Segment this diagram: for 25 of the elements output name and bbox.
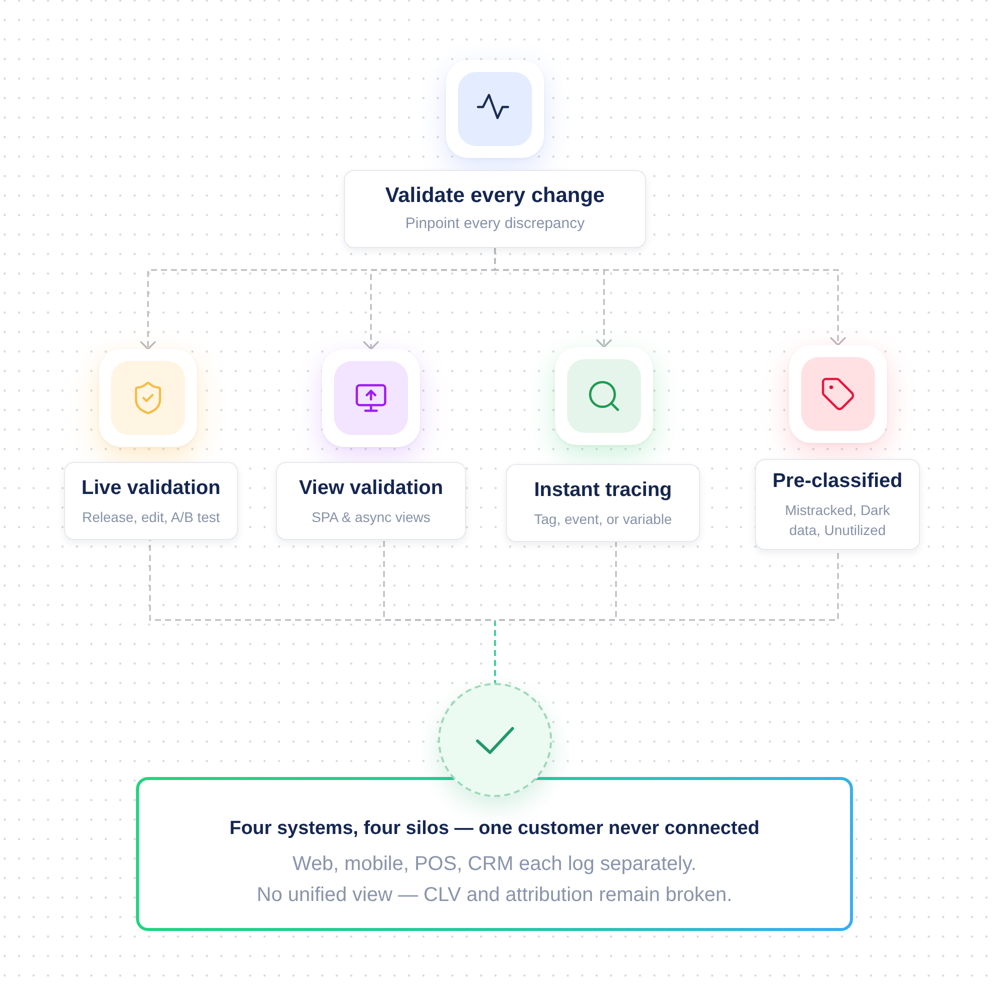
summary-heading: Four systems, four silos — one customer never connected xyxy=(229,817,760,841)
feature-card xyxy=(344,170,646,248)
dashed-connector-line xyxy=(494,550,839,683)
icon-tile xyxy=(446,60,544,158)
feature-card xyxy=(755,459,920,550)
card-subtitle: Pinpoint every discrepancy xyxy=(405,214,585,234)
card-title: Validate every change xyxy=(385,184,605,208)
icon-tile xyxy=(99,349,197,447)
icon-tile xyxy=(322,349,420,447)
card-subtitle: Mistracked, Dark data, Unutilized xyxy=(784,501,892,540)
card-title: Pre-classified xyxy=(772,469,903,493)
card-title: View validation xyxy=(298,476,444,500)
card-subtitle: SPA & async views xyxy=(312,508,430,526)
card-subtitle: Release, edit, A/B test xyxy=(82,508,220,526)
summary-panel xyxy=(136,777,853,931)
card-subtitle: Tag, event, or variable xyxy=(534,510,672,528)
feature-card xyxy=(64,462,238,540)
feature-card xyxy=(276,462,466,540)
summary-text: Web, mobile, POS, CRM each log separately. xyxy=(292,852,696,877)
summary-text: No unified view — CLV and attribution remain broken. xyxy=(256,883,732,908)
card-title: Live validation xyxy=(82,476,220,500)
icon-tile xyxy=(555,347,653,445)
icon-tile xyxy=(789,345,887,443)
feature-card xyxy=(506,464,700,542)
card-title: Instant tracing xyxy=(534,478,672,502)
